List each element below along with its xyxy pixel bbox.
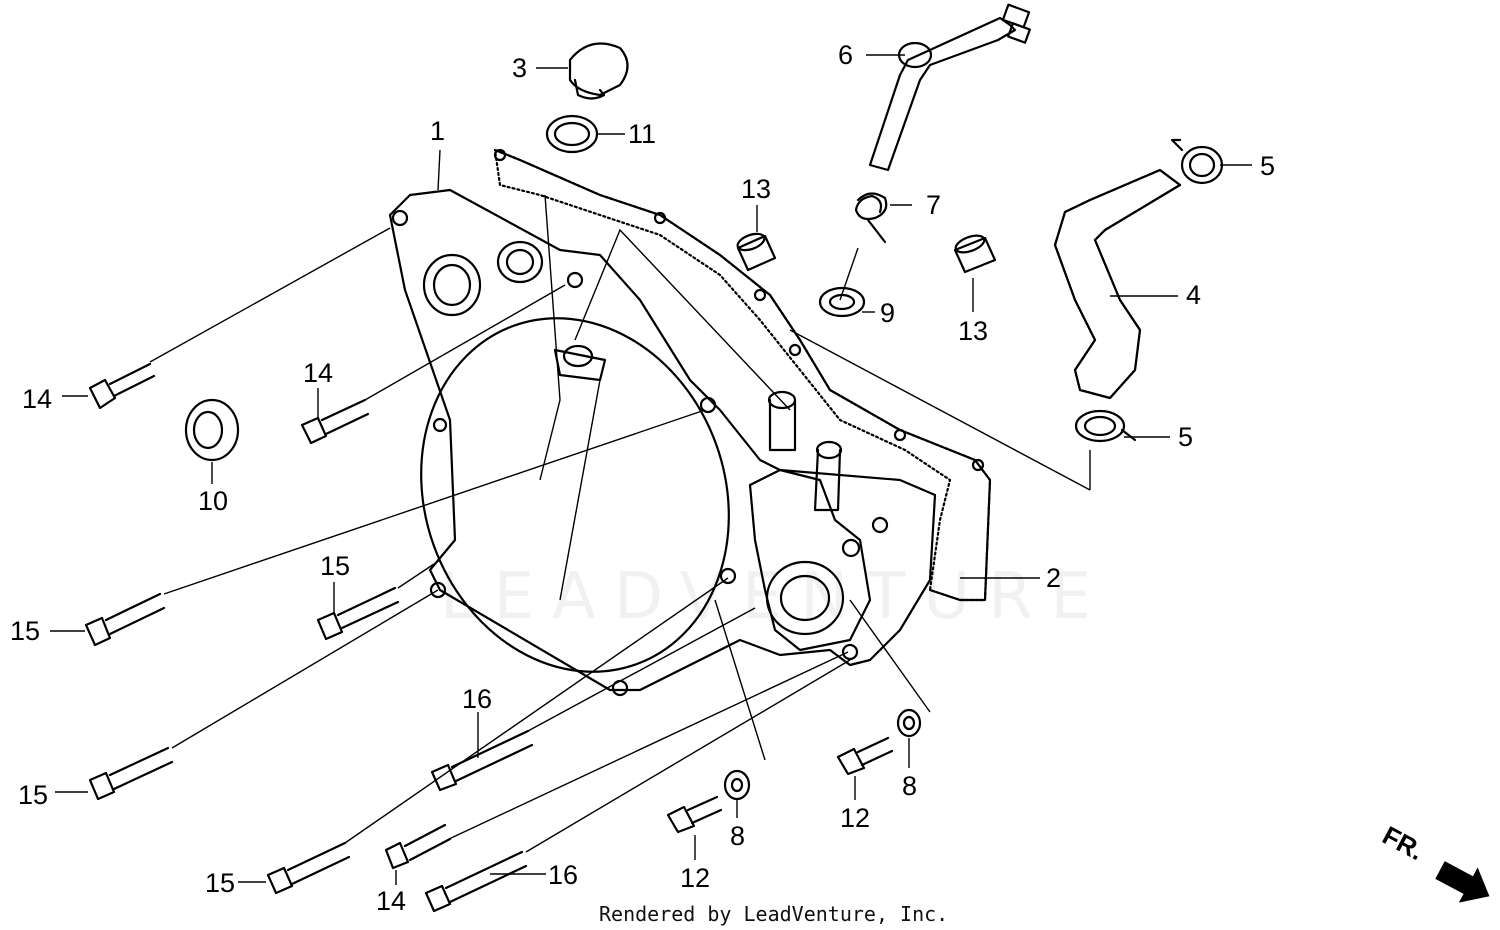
- dowel-pin-13a: [736, 234, 777, 272]
- callout-3: 3: [512, 53, 528, 83]
- bolt-15d: [266, 841, 351, 895]
- callout-12b: 12: [840, 803, 871, 833]
- hose-clamp-5b: [1074, 409, 1126, 443]
- callout-16a: 16: [462, 684, 493, 714]
- callout-15b: 15: [320, 551, 351, 581]
- o-ring: [545, 114, 599, 154]
- callout-4: 4: [1186, 280, 1202, 310]
- oil-seal-9: [818, 286, 866, 318]
- callout-15a: 15: [10, 616, 41, 646]
- bolt-15b: [316, 586, 400, 641]
- callout-10: 10: [198, 486, 229, 516]
- callout-13a: 13: [741, 174, 772, 204]
- callout-15d: 15: [205, 868, 236, 898]
- bolt-12a: [666, 795, 723, 834]
- spring: [854, 192, 888, 244]
- footer-credit: Rendered by LeadVenture, Inc.: [599, 902, 949, 926]
- bolt-14c: [384, 823, 452, 870]
- bolt-12b: [836, 736, 894, 776]
- bolt-14b: [300, 398, 370, 445]
- callout-5b: 5: [1178, 422, 1194, 452]
- water-hose: [1053, 168, 1182, 400]
- hose-clamp-5a: [1180, 145, 1224, 185]
- dowel-pin-13b: [953, 236, 997, 274]
- oil-seal-10: [184, 398, 240, 462]
- callout-2: 2: [1046, 563, 1062, 593]
- callout-14b: 14: [303, 358, 334, 388]
- bolt-14a: [88, 362, 156, 410]
- washer-8b: [896, 708, 922, 738]
- gasket: [493, 148, 992, 602]
- front-direction-arrow-icon: [1435, 861, 1490, 903]
- callout-8a: 8: [730, 821, 746, 851]
- bolt-16a: [430, 729, 534, 792]
- callout-12a: 12: [680, 863, 711, 893]
- filler-cap: [568, 42, 629, 97]
- callout-9: 9: [880, 298, 896, 328]
- callout-5a: 5: [1260, 151, 1276, 181]
- washer-8a: [723, 769, 751, 801]
- callout-14a: 14: [22, 384, 53, 414]
- callout-7: 7: [926, 190, 942, 220]
- callout-8b: 8: [902, 771, 918, 801]
- bolt-15a: [84, 592, 166, 647]
- callout-11: 11: [628, 119, 657, 149]
- callout-15c: 15: [18, 780, 49, 810]
- bolt-16b: [424, 850, 528, 913]
- right-crankcase-cover: [388, 188, 937, 692]
- kick-shaft: [868, 16, 1017, 172]
- watermark: LEADVENTURE: [440, 560, 1109, 634]
- callout-16b: 16: [548, 860, 579, 890]
- callout-6: 6: [838, 40, 854, 70]
- callout-13b: 13: [958, 316, 989, 346]
- callout-14c: 14: [376, 886, 407, 916]
- bolt-15c: [88, 746, 174, 801]
- callout-1: 1: [430, 116, 446, 146]
